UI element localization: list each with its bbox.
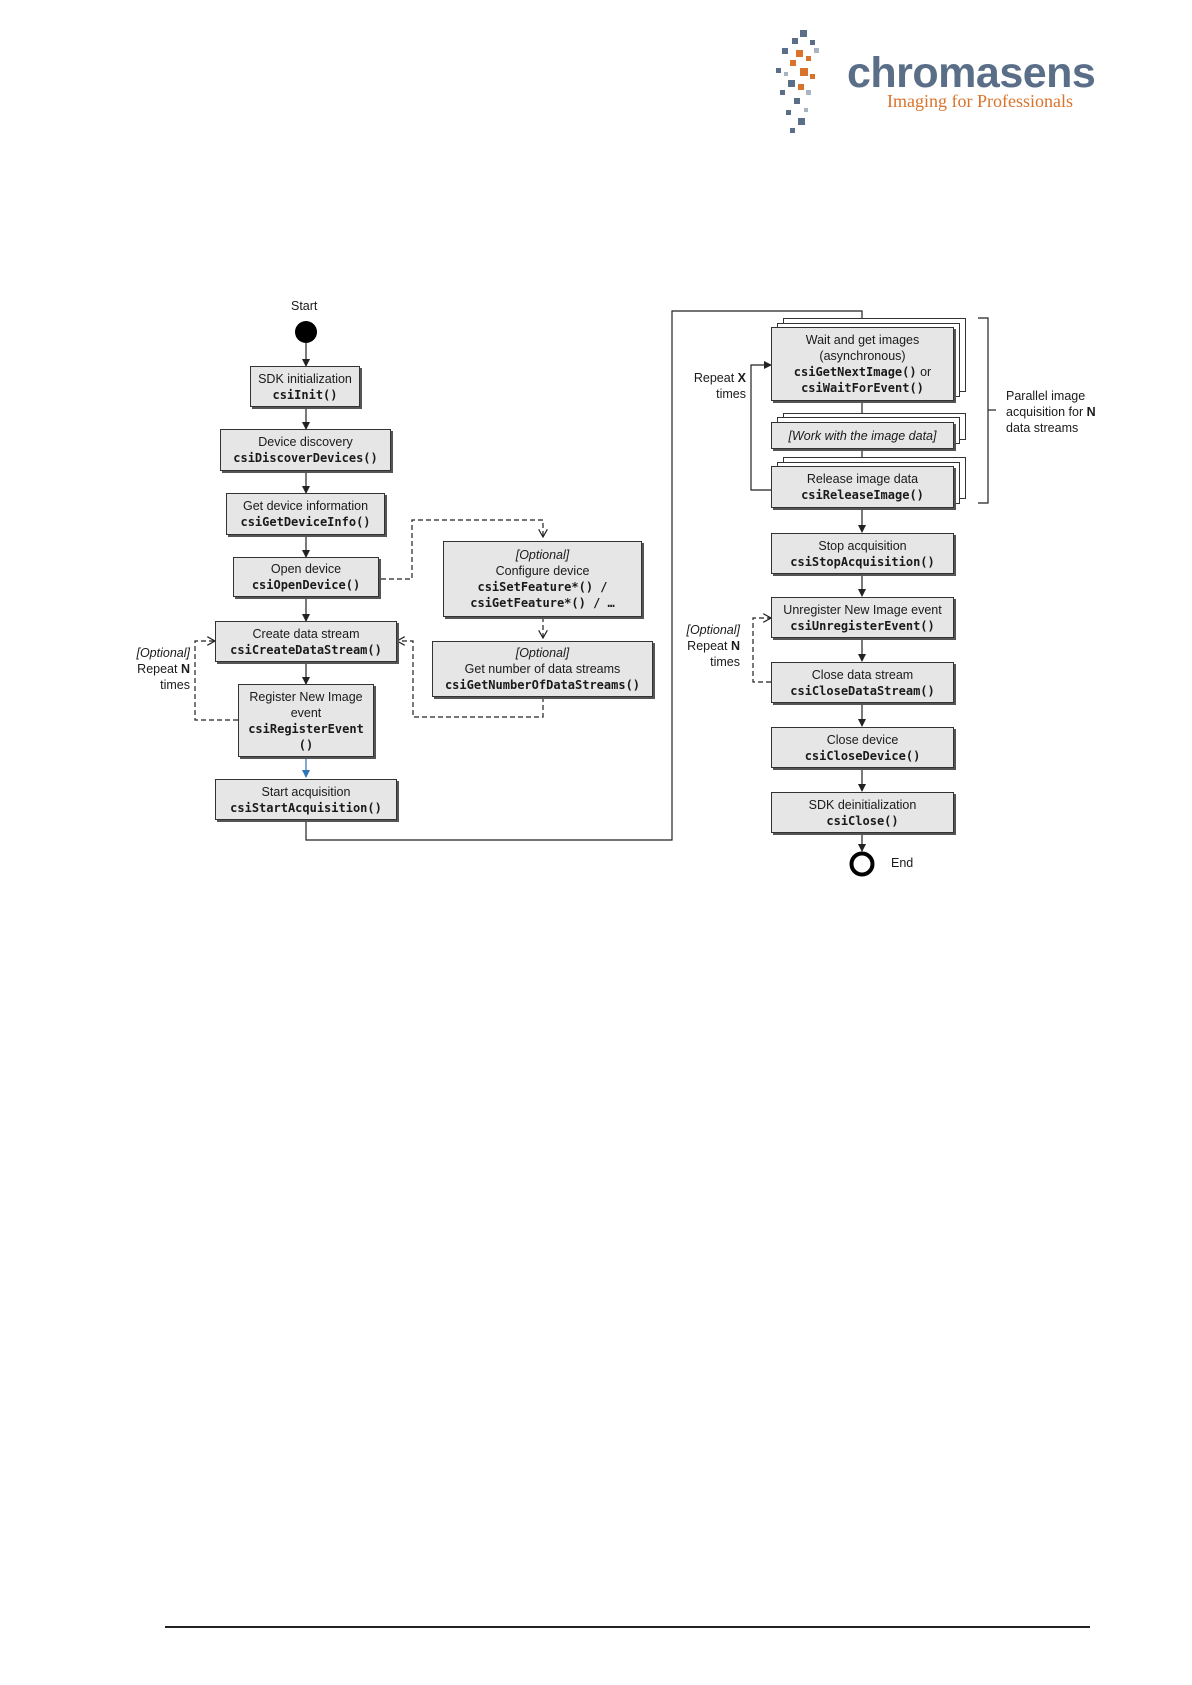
node-optional-tag: [Optional] (515, 548, 570, 562)
node-sdk-deinit: SDK deinitialization csiClose() (771, 792, 954, 833)
node-function: csiDiscoverDevices() (233, 451, 378, 465)
node-function: csiInit() (272, 387, 338, 402)
node-unregister-event: Unregister New Image event csiUnregister… (771, 597, 954, 638)
node-start-acquisition: Start acquisition csiStartAcquisition() (215, 779, 397, 820)
annotation-line1: Parallel image (1006, 389, 1086, 403)
node-function: csiStartAcquisition() (230, 800, 382, 815)
node-title: Get number of data streams (464, 662, 621, 676)
start-label: Start (291, 299, 318, 313)
node-or: or (920, 365, 932, 379)
node-function: csiReleaseImage() (801, 488, 924, 502)
node-title: SDK initialization (258, 371, 352, 386)
end-node-icon (849, 851, 875, 877)
node-function: csiStopAcquisition() (790, 554, 935, 569)
node-function-line1: csiGetNextImage() (793, 365, 917, 379)
node-function-line1: csiSetFeature*() / (477, 580, 608, 594)
node-function-line2: csiWaitForEvent() (801, 381, 924, 395)
annotation-repeat: Repeat (687, 639, 728, 653)
node-open-device: Open device csiOpenDevice() (233, 557, 379, 597)
node-title: Close device (826, 732, 899, 747)
node-function-line2: csiGetFeature*() / … (470, 596, 615, 610)
node-title-line1: Wait and get images (805, 333, 920, 347)
node-function-line2: () (298, 737, 314, 752)
node-title: Get device information (242, 499, 369, 513)
node-title: Create data stream (252, 626, 360, 641)
annotation-times: times (160, 678, 190, 692)
node-work-with-image: [Work with the image data] (771, 422, 954, 449)
annotation-repeat: Repeat (693, 371, 735, 385)
annotation-x: X (737, 371, 746, 385)
footer-divider (165, 1626, 1090, 1628)
node-function: csiGetNumberOfDataStreams() (444, 678, 641, 692)
node-optional-tag: [Optional] (515, 646, 570, 660)
node-function: csiOpenDevice() (251, 578, 361, 592)
node-title: SDK deinitialization (808, 797, 917, 812)
node-title: [Work with the image data] (788, 428, 937, 443)
logo-tagline: Imaging for Professionals (887, 91, 1073, 111)
node-get-device-info: Get device information csiGetDeviceInfo(… (226, 493, 385, 535)
annotation-parallel: Parallel image acquisition for N data st… (1006, 388, 1096, 436)
node-title: Close data stream (811, 667, 914, 682)
annotation-repeat-x: Repeat X times (680, 370, 746, 402)
node-create-data-stream: Create data stream csiCreateDataStream() (215, 621, 397, 662)
annotation-line3: data streams (1006, 421, 1079, 435)
node-configure-device: [Optional] Configure device csiSetFeatur… (443, 541, 642, 617)
annotation-n: N (1086, 405, 1096, 419)
node-function: csiCloseDataStream() (790, 683, 935, 698)
start-node-icon (295, 321, 317, 343)
annotation-n: N (730, 639, 740, 653)
node-wait-get-images: Wait and get images (asynchronous) csiGe… (771, 327, 954, 401)
annotation-n: N (180, 662, 190, 676)
node-title: Open device (270, 562, 342, 576)
annotation-right-repeat: [Optional] Repeat N times (670, 622, 740, 670)
node-function-line1: csiRegisterEvent (248, 721, 364, 736)
annotation-repeat: Repeat (137, 662, 178, 676)
annotation-optional: [Optional] (686, 623, 740, 637)
node-function: csiCloseDevice() (804, 748, 921, 763)
logo-wordmark: chromasens (847, 49, 1096, 97)
node-close-device: Close device csiCloseDevice() (771, 727, 954, 768)
annotation-optional: [Optional] (136, 646, 190, 660)
node-register-event: Register New Image event csiRegisterEven… (238, 684, 374, 757)
node-function: csiCreateDataStream() (230, 642, 382, 657)
annotation-times: times (716, 387, 746, 401)
chromasens-logo: chromasens Imaging for Professionals (770, 24, 1096, 136)
node-function: csiGetDeviceInfo() (240, 515, 371, 529)
logo-mark-icon (776, 30, 819, 133)
annotation-left-repeat: [Optional] Repeat N times (120, 645, 190, 693)
node-sdk-init: SDK initialization csiInit() (250, 366, 360, 407)
node-title: Start acquisition (261, 784, 351, 799)
node-title-line2: event (290, 705, 322, 720)
node-title: Device discovery (258, 435, 353, 449)
node-title: Unregister New Image event (783, 602, 942, 617)
end-label: End (891, 856, 914, 870)
node-function: csiUnregisterEvent() (790, 618, 935, 633)
node-title: Release image data (806, 472, 919, 486)
node-close-data-stream: Close data stream csiCloseDataStream() (771, 662, 954, 703)
node-title-line1: Register New Image (249, 689, 363, 704)
node-get-number-of-streams: [Optional] Get number of data streams cs… (432, 641, 653, 697)
node-title: Stop acquisition (818, 538, 907, 553)
annotation-times: times (710, 655, 740, 669)
node-title: Configure device (495, 564, 590, 578)
node-function: csiClose() (826, 813, 899, 828)
node-title-line2: (asynchronous) (819, 349, 906, 363)
node-device-discovery: Device discovery csiDiscoverDevices() (220, 429, 391, 471)
annotation-line2: acquisition for (1006, 405, 1084, 419)
node-stop-acquisition: Stop acquisition csiStopAcquisition() (771, 533, 954, 574)
node-release-image: Release image data csiReleaseImage() (771, 466, 954, 508)
